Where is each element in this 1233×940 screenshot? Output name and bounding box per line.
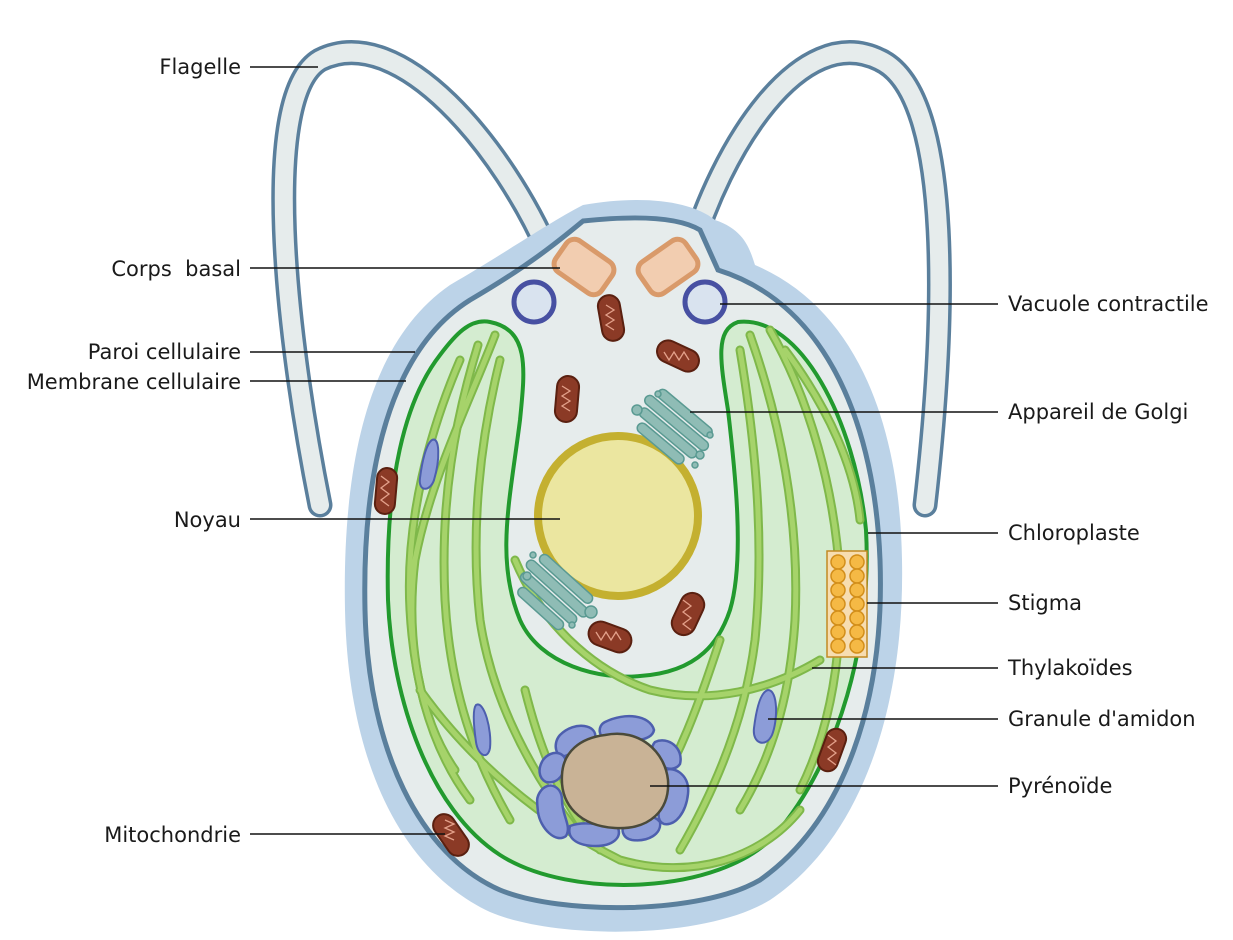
label-flagelle: Flagelle: [159, 55, 241, 79]
stigma-eyespot: [827, 551, 867, 657]
label-noyau: Noyau: [174, 508, 241, 532]
label-paroi-cellulaire: Paroi cellulaire: [88, 340, 241, 364]
label-stigma: Stigma: [1008, 591, 1082, 615]
label-membrane-cellulaire: Membrane cellulaire: [27, 370, 241, 394]
label-thylakoides: Thylakoïdes: [1007, 656, 1133, 680]
label-pyrenoide: Pyrénoïde: [1008, 774, 1112, 798]
pyrenoid: [562, 734, 668, 828]
label-corps-basal: Corps basal: [111, 257, 241, 281]
label-appareil-de-golgi: Appareil de Golgi: [1008, 400, 1188, 424]
label-vacuole-contractile: Vacuole contractile: [1008, 292, 1209, 316]
label-chloroplaste: Chloroplaste: [1008, 521, 1140, 545]
label-mitochondrie: Mitochondrie: [104, 823, 241, 847]
label-granule-damidon: Granule d'amidon: [1008, 707, 1196, 731]
